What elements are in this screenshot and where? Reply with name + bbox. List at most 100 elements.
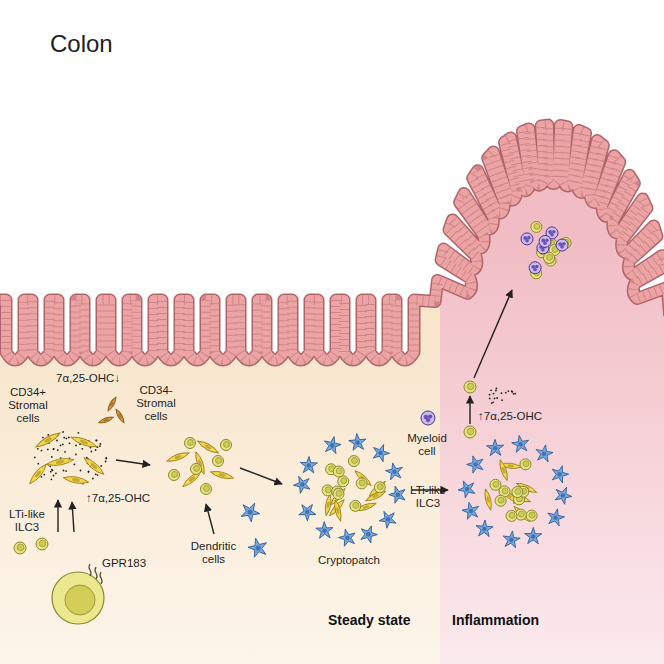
- stromal-cell-body: [498, 459, 510, 481]
- ilc3-nucleus: [351, 458, 357, 464]
- oxysterol-dot: [64, 451, 66, 453]
- dendritic-cell: [316, 522, 333, 539]
- dendritic-cell: [386, 463, 403, 480]
- label-text: Dendritic cells: [186, 540, 241, 566]
- oxysterol-dot: [53, 475, 55, 477]
- stromal-cell-nucleus: [90, 462, 98, 470]
- oxysterol-dot: [494, 398, 496, 400]
- stromal-cell-nucleus: [204, 444, 212, 450]
- dendritic-cell: [339, 529, 356, 546]
- ilc3-cell: [213, 456, 224, 467]
- oxysterol-dot: [496, 397, 498, 399]
- stromal-cell-body: [27, 462, 48, 486]
- ilc3-cell: [464, 426, 476, 438]
- dendritic-cell: [248, 538, 267, 557]
- oxysterol-dot: [41, 476, 43, 478]
- stromal-cell-nucleus: [326, 501, 330, 508]
- dendritic-nucleus: [469, 509, 474, 514]
- dendritic-cell: [299, 505, 316, 521]
- ilc3-cell: [350, 500, 361, 511]
- dendritic-cell: [552, 466, 568, 483]
- myeloid-nucleus: [552, 230, 556, 234]
- oxysterol-dot: [53, 448, 55, 450]
- dendritic-nucleus: [509, 538, 514, 543]
- myeloid-cell: [521, 233, 533, 245]
- oxysterol-dot: [106, 457, 108, 459]
- dendritic-nucleus: [482, 527, 487, 532]
- dendritic-nucleus: [330, 443, 335, 448]
- ilc3-nucleus: [188, 439, 194, 445]
- oxysterol-dot: [100, 465, 102, 467]
- gpr183-cell: [52, 572, 104, 624]
- stromal-cell-body: [70, 434, 98, 449]
- label-text: CD34- Stromal cells: [130, 384, 182, 424]
- dendritic-cell: [462, 502, 479, 519]
- ilc3-cell: [490, 479, 501, 490]
- dendritic-nucleus: [542, 452, 547, 457]
- dendritic-cell: [476, 520, 493, 537]
- oxysterol-dot: [501, 392, 503, 394]
- label-text: Inflammation: [452, 612, 539, 628]
- oxysterol-dot: [501, 399, 503, 401]
- ilc3-cell: [356, 478, 367, 489]
- migration-arrow: [206, 504, 214, 534]
- stromal-cell-nucleus: [336, 507, 340, 514]
- ilc3-nucleus: [523, 461, 529, 467]
- stromal-cell-nucleus: [56, 460, 65, 465]
- oxysterol-dot: [62, 444, 64, 446]
- ilc3-cell: [526, 510, 537, 521]
- myeloid-nucleus: [550, 233, 554, 237]
- oxysterol-dot: [57, 449, 59, 451]
- myeloid-nucleus: [543, 241, 547, 245]
- oxysterol-dot: [42, 437, 44, 439]
- stromal-cell-nucleus: [218, 473, 226, 478]
- oxysterol-dot: [47, 449, 49, 451]
- myeloid-nucleus: [545, 238, 549, 242]
- dendritic-cell: [349, 434, 366, 451]
- stromal-cell: [63, 475, 90, 485]
- oxysterol-dot: [495, 390, 497, 392]
- oxysterol-dot: [69, 442, 71, 444]
- label-text: ↑7α,25-OHC: [86, 492, 150, 505]
- dendritic-cell: [373, 445, 390, 462]
- ilc3-nucleus: [529, 512, 535, 518]
- oxysterol-dot: [105, 458, 107, 460]
- dendritic-cell: [487, 439, 504, 455]
- ilc3-nucleus: [467, 383, 474, 390]
- stromal-cell-body: [196, 439, 220, 456]
- myeloid-cell: [529, 262, 541, 274]
- ilc3-nucleus: [377, 484, 383, 490]
- ilc3-nucleus: [325, 487, 331, 493]
- ilc3-cell: [506, 510, 517, 521]
- dendritic-nucleus: [305, 510, 310, 515]
- oxysterol-dot: [37, 463, 39, 465]
- migration-arrow: [116, 460, 150, 465]
- myeloid-nucleus: [541, 248, 545, 252]
- dendritic-nucleus: [355, 440, 360, 445]
- label-text: Cryptopatch: [318, 554, 380, 567]
- ilc3-cell: [14, 542, 26, 554]
- stromal-cell-body: [166, 450, 190, 463]
- dendritic-cell: [361, 526, 378, 543]
- dendritic-nucleus: [247, 509, 252, 514]
- stromal-cell: [98, 415, 114, 424]
- stromal-cell-nucleus: [507, 464, 514, 468]
- dendritic-cell: [503, 531, 520, 548]
- myeloid-cell: [539, 235, 551, 247]
- ilc3-cell: [191, 464, 202, 475]
- stromal-cell: [333, 499, 343, 522]
- oxysterol-dot: [68, 437, 70, 439]
- dendritic-nucleus: [465, 487, 470, 492]
- myeloid-nucleus: [426, 418, 430, 422]
- stromal-cell: [70, 434, 98, 449]
- oxysterol-dot: [52, 469, 54, 471]
- stromal-cell-nucleus: [118, 413, 122, 418]
- dendritic-nucleus: [561, 493, 566, 498]
- oxysterol-dot: [100, 443, 102, 445]
- ilc3-nucleus: [194, 465, 200, 471]
- ilc3-nucleus: [336, 468, 342, 474]
- stromal-cell-body: [82, 455, 106, 476]
- stromal-cell-body: [333, 499, 343, 522]
- stromal-cell-nucleus: [44, 436, 53, 443]
- oxysterol-dot: [507, 390, 509, 392]
